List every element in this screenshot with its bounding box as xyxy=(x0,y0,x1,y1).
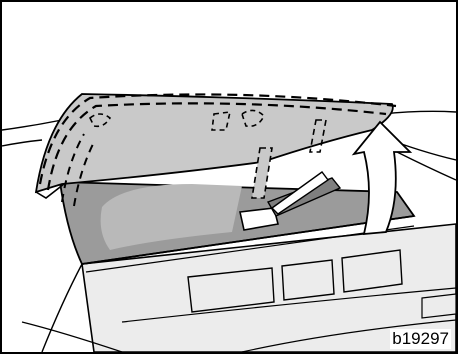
figure-code: b19297 xyxy=(390,329,451,349)
vent-slot-middle xyxy=(282,260,334,300)
vent-slot-right xyxy=(342,250,402,292)
